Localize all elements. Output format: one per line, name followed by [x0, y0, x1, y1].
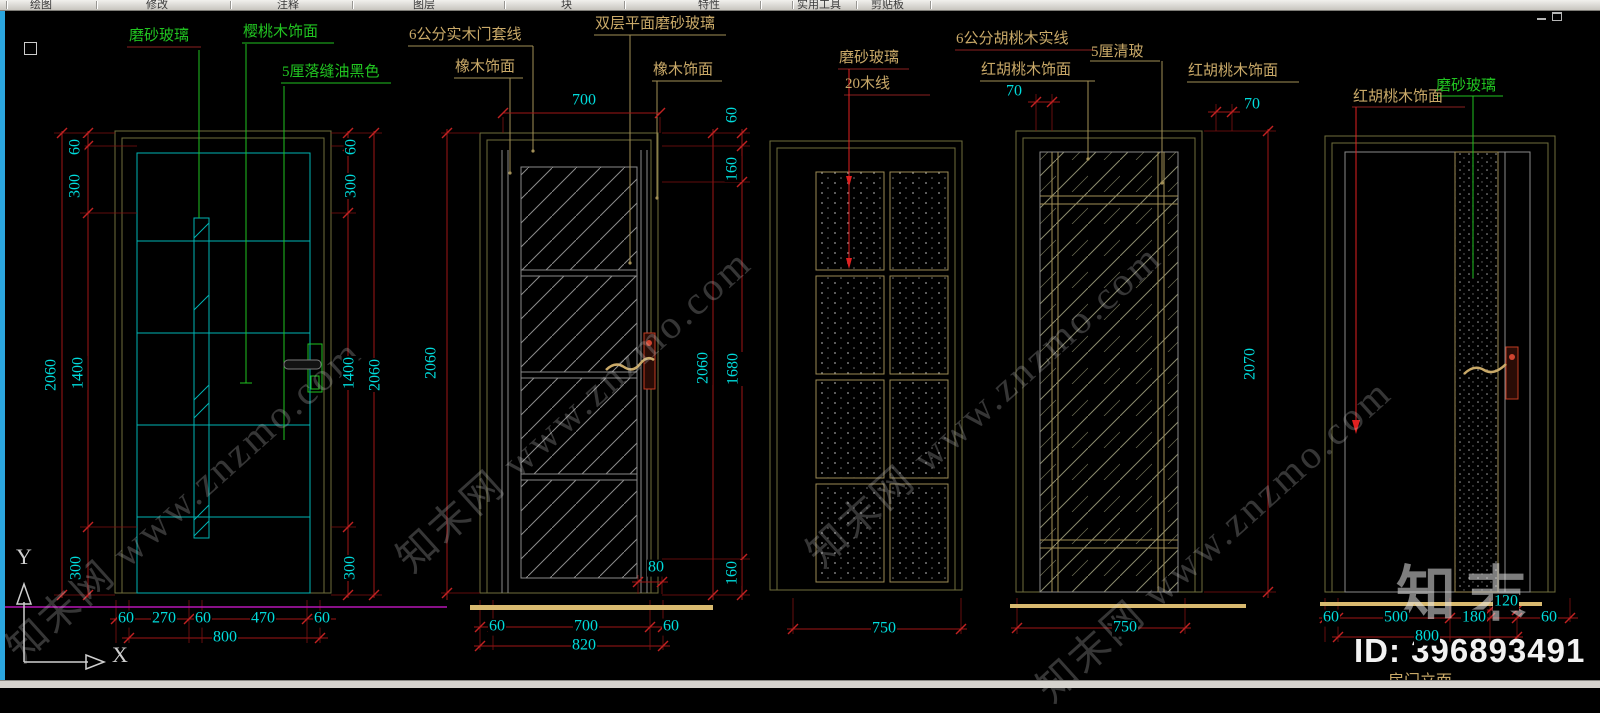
door-handle [1463, 346, 1519, 400]
thresholds [5, 602, 1542, 610]
door-handle [605, 332, 656, 390]
selection-square-marker [24, 42, 37, 55]
menu-modify[interactable]: 修改 [146, 0, 168, 11]
menu-draw[interactable]: 绘图 [30, 0, 52, 11]
menubar-separator [352, 1, 353, 9]
menu-clipboard[interactable]: 剪贴板 [871, 0, 904, 11]
menubar-separator [760, 1, 761, 9]
menubar-separator [504, 1, 505, 9]
door-handle [283, 343, 323, 393]
red-leader-arrow [846, 69, 852, 269]
menubar-separator [230, 1, 231, 9]
menubar-separator [792, 1, 793, 9]
status-bar [0, 680, 1600, 688]
ucs-y-label: Y [16, 544, 32, 569]
menubar-separator [96, 1, 97, 9]
restore-icon[interactable] [1552, 12, 1562, 21]
door-3-elevation [769, 68, 967, 635]
minimize-icon[interactable] [1537, 18, 1546, 20]
door-4-elevation [955, 49, 1299, 634]
menubar-separator [856, 1, 857, 9]
cad-drawing [5, 34, 1578, 671]
red-leader-arrow [1352, 107, 1360, 434]
menubar-separator [930, 1, 931, 9]
menu-utilities[interactable]: 实用工具 [797, 0, 841, 11]
ucs-x-label: X [112, 642, 128, 667]
door-2-elevation [408, 34, 750, 652]
door-5-elevation [1319, 95, 1578, 643]
watermark-brand: 知末 [1396, 561, 1536, 628]
menubar-separator [6, 1, 7, 9]
menu-annotate[interactable]: 注释 [277, 0, 299, 11]
menu-properties[interactable]: 特性 [698, 0, 720, 11]
ucs-icon [15, 581, 107, 671]
menu-layers[interactable]: 图层 [413, 0, 435, 11]
left-panel-strip [0, 10, 5, 681]
menu-block[interactable]: 块 [561, 0, 572, 11]
ribbon-menubar: 绘图 修改 注释 图层 块 特性 实用工具 剪贴板 [0, 0, 1600, 11]
menubar-separator [624, 1, 625, 9]
watermark-id: ID: 396893491 [1354, 632, 1586, 669]
drawing-window-buttons [1537, 12, 1562, 21]
